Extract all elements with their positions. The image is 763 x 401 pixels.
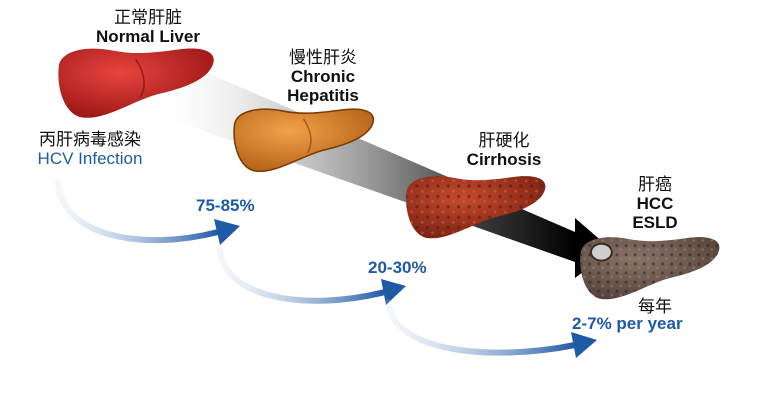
label-normal-liver-zh: 正常肝脏 [114, 8, 182, 27]
rate-hcc: 2-7% per year [572, 314, 683, 333]
liver-hepatitis [233, 108, 375, 172]
label-hcc-en2: ESLD [632, 213, 678, 233]
rate-cirrhosis: 20-30% [368, 258, 427, 277]
label-cirrhosis-en: Cirrhosis [466, 150, 542, 170]
curve-arrowhead-3 [571, 332, 597, 358]
curve-arrow-3 [385, 299, 578, 356]
label-chronic-hepatitis-zh: 慢性肝炎 [289, 48, 357, 67]
label-per-year-zh: 每年 [638, 297, 672, 316]
label-hcc-en1: HCC [636, 194, 674, 214]
label-chronic-hepatitis-en2: Hepatitis [287, 86, 359, 106]
label-chronic-hepatitis-en1: Chronic [290, 67, 356, 87]
label-hcv-infection-en: HCV Infection [37, 149, 143, 169]
label-normal-liver: 正常肝脏 Normal Liver [68, 8, 228, 46]
label-hcc-zh: 肝癌 [638, 175, 672, 194]
rate-chronic: 75-85% [196, 196, 255, 215]
curve-arrowhead-2 [381, 279, 406, 305]
liver-cirrhosis [406, 176, 546, 239]
liver-normal [58, 48, 214, 118]
label-normal-liver-en: Normal Liver [96, 27, 200, 47]
liver-hcc [580, 237, 720, 300]
label-hcv-infection-zh: 丙肝病毒感染 [39, 130, 141, 149]
curve-arrowhead-1 [214, 219, 240, 245]
label-cirrhosis: 肝硬化 Cirrhosis [444, 131, 564, 169]
label-cirrhosis-zh: 肝硬化 [478, 131, 530, 150]
tumor-spot [590, 242, 613, 262]
curve-arrow-1 [55, 179, 221, 244]
label-hcc: 肝癌 HCC ESLD [610, 175, 700, 232]
label-hcv-infection: 丙肝病毒感染 HCV Infection [10, 130, 170, 168]
curve-arrow-2 [217, 245, 388, 304]
label-chronic-hepatitis: 慢性肝炎 Chronic Hepatitis [258, 48, 388, 105]
